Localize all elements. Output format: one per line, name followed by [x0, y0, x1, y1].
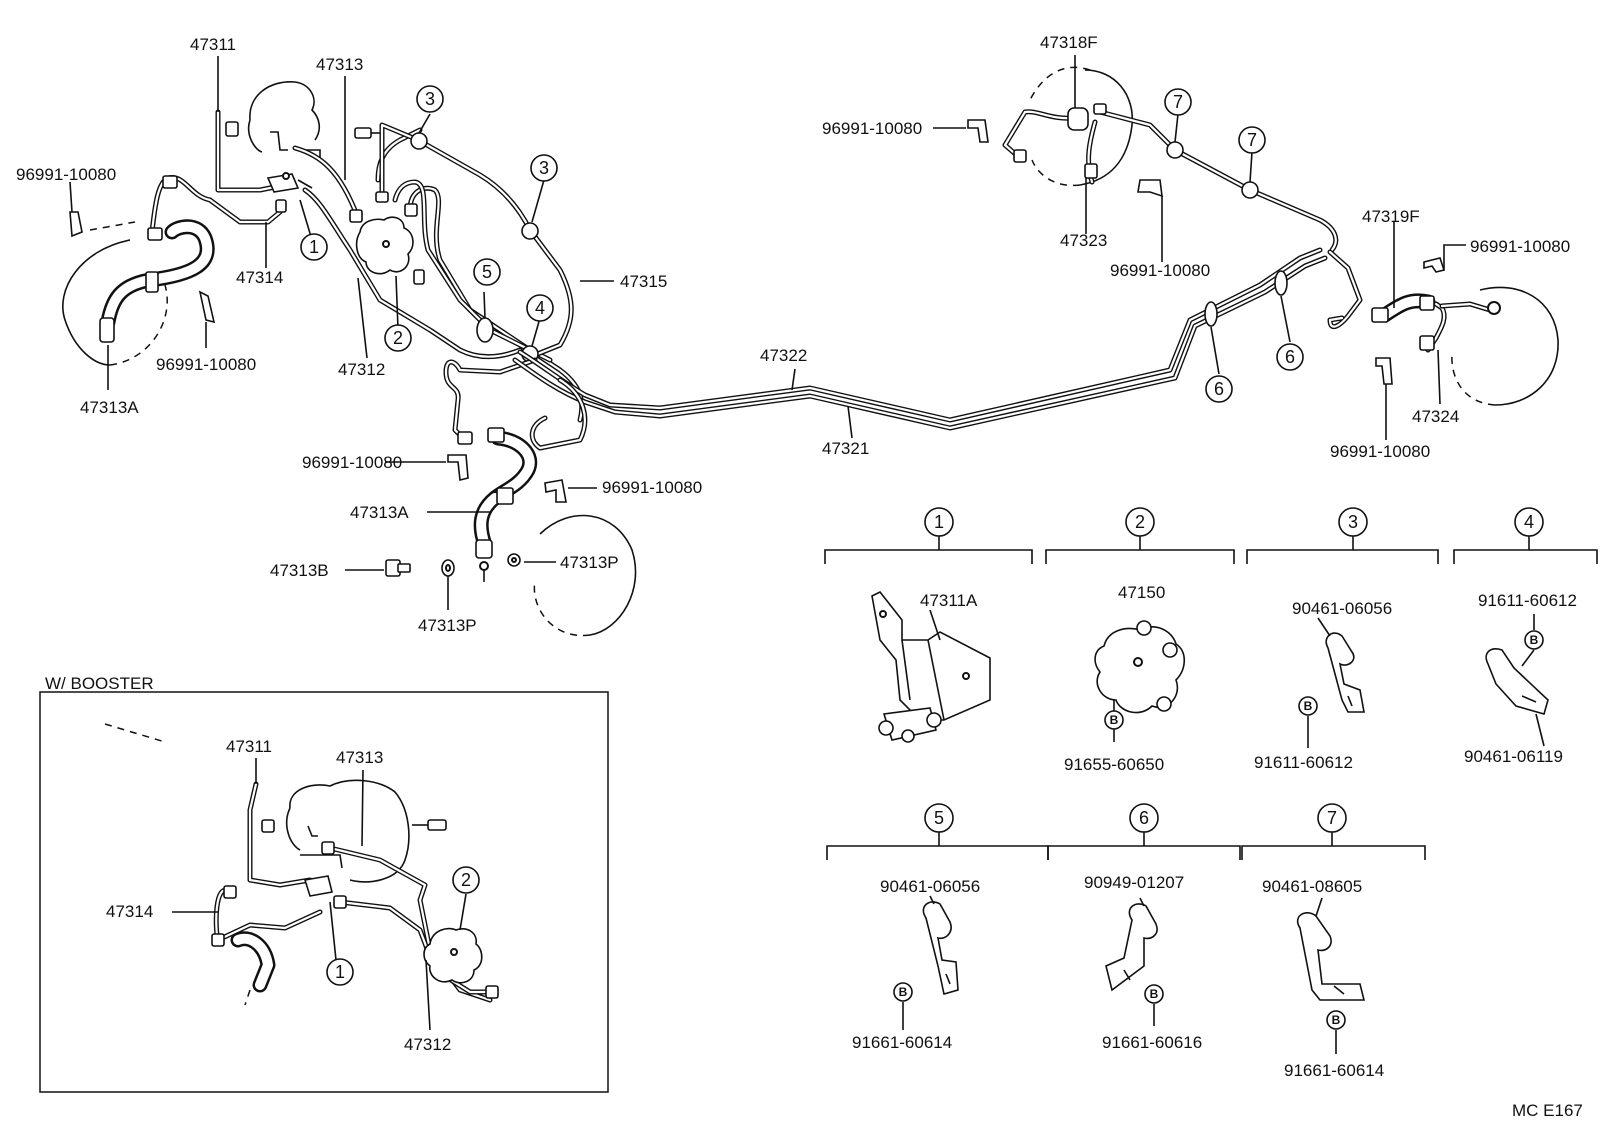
detail-callout-7: 7 [1327, 808, 1337, 828]
detail-label-47150: 47150 [1118, 583, 1165, 602]
bolt-marker-d7: B [1332, 1013, 1341, 1027]
detail-label-47311A: 47311A [920, 591, 978, 610]
detail-callout-3: 3 [1348, 512, 1358, 532]
booster-title: W/ BOOSTER [45, 674, 154, 693]
label-47311: 47311 [190, 35, 236, 54]
detail-label-90461-06056-a: 90461-06056 [1292, 599, 1392, 618]
label-47313B: 47313B [270, 561, 329, 580]
callout-2: 2 [393, 328, 403, 348]
label-47313: 47313 [316, 55, 363, 74]
booster-callout-2: 2 [461, 870, 471, 890]
rear-left-brake-assembly [967, 66, 1339, 253]
label-47313P-2: 47313P [418, 616, 477, 635]
rear-right-brake-assembly [1327, 249, 1559, 406]
label-96991-10080-fl2: 96991-10080 [156, 355, 256, 374]
callout-3-a: 3 [425, 89, 435, 109]
label-47321: 47321 [822, 439, 869, 458]
detail-label-90461-08605: 90461-08605 [1262, 877, 1362, 896]
front-right-brake-assembly [345, 357, 637, 637]
booster-inset [39, 691, 609, 1093]
detail-panels [824, 507, 1598, 1054]
label-47313A: 47313A [80, 398, 139, 417]
label-96991-10080-rl2: 96991-10080 [1110, 261, 1210, 280]
main-rear-lines [512, 247, 1328, 451]
booster-label-47311: 47311 [226, 737, 272, 756]
bolt-marker-d6: B [1150, 987, 1159, 1001]
label-47324: 47324 [1412, 407, 1459, 426]
label-47314: 47314 [236, 268, 283, 287]
label-47312: 47312 [338, 360, 385, 379]
callout-1: 1 [309, 237, 319, 257]
callout-5: 5 [482, 262, 492, 282]
label-47323: 47323 [1060, 231, 1107, 250]
label-96991-10080-rl: 96991-10080 [822, 119, 922, 138]
label-96991-10080-m1: 96991-10080 [302, 453, 402, 472]
callout-markers [300, 85, 1304, 403]
label-47315: 47315 [620, 272, 667, 291]
label-47319F: 47319F [1362, 207, 1420, 226]
detail-label-91661-60614-b: 91661-60614 [1284, 1061, 1384, 1080]
detail-callout-4: 4 [1524, 512, 1534, 532]
detail-callout-2: 2 [1135, 512, 1145, 532]
callout-6-a: 6 [1285, 347, 1295, 367]
leader-lines [69, 55, 1466, 610]
detail-label-91611-60612-a: 91611-60612 [1254, 753, 1353, 772]
detail-label-91661-60616: 91661-60616 [1102, 1033, 1202, 1052]
booster-label-47314: 47314 [106, 902, 153, 921]
detail-label-90461-06119: 90461-06119 [1464, 747, 1563, 766]
label-47313A-2: 47313A [350, 503, 409, 522]
callout-3-b: 3 [539, 158, 549, 178]
diagram-code: MC E167 [1512, 1101, 1583, 1120]
detail-label-91661-60614-a: 91661-60614 [852, 1033, 952, 1052]
label-96991-10080-m2: 96991-10080 [602, 478, 702, 497]
bolt-marker-d5: B [899, 985, 908, 999]
detail-callout-5: 5 [934, 808, 944, 828]
booster-callout-1: 1 [335, 962, 345, 982]
front-left-brake-assembly [62, 175, 283, 366]
callout-4: 4 [535, 298, 545, 318]
label-96991-10080-rr2: 96991-10080 [1330, 442, 1430, 461]
bolt-marker-d4: B [1530, 633, 1539, 647]
detail-label-90949-01207: 90949-01207 [1084, 873, 1184, 892]
callout-7-b: 7 [1247, 130, 1257, 150]
callout-6-b: 6 [1214, 379, 1224, 399]
label-96991-10080-rr: 96991-10080 [1470, 237, 1570, 256]
detail-callout-6: 6 [1139, 808, 1149, 828]
bolt-marker-d2: B [1110, 713, 1119, 727]
booster-label-47312: 47312 [404, 1035, 451, 1054]
line-47315 [375, 122, 574, 363]
label-47322: 47322 [760, 346, 807, 365]
detail-callout-1: 1 [934, 512, 944, 532]
detail-label-91611-60612-b: 91611-60612 [1478, 591, 1577, 610]
label-96991-10080-fl: 96991-10080 [16, 165, 116, 184]
detail-label-90461-06056-b: 90461-06056 [880, 877, 980, 896]
label-47318F: 47318F [1040, 33, 1098, 52]
booster-label-47313: 47313 [336, 748, 383, 767]
bolt-marker-d3: B [1304, 699, 1313, 713]
detail-label-91655-60650: 91655-60650 [1064, 755, 1164, 774]
label-47313P: 47313P [560, 553, 619, 572]
callout-7-a: 7 [1173, 92, 1183, 112]
